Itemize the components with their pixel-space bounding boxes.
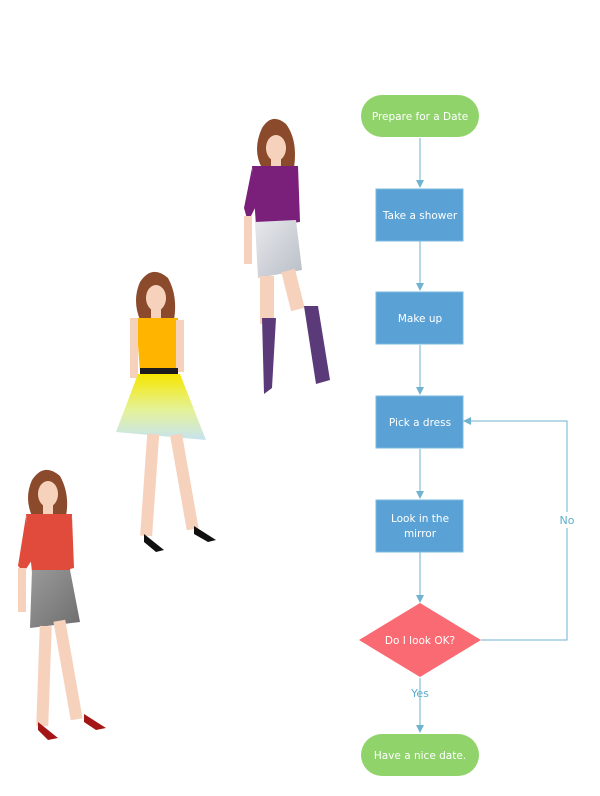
flowchart-edges	[416, 138, 568, 733]
node-makeup-label: Make up	[398, 313, 443, 325]
node-shower: Take a shower	[375, 188, 464, 242]
node-start-label: Prepare for a Date	[372, 111, 468, 123]
node-mirror: Look in the mirror	[375, 499, 464, 553]
node-check: Do I look OK?	[359, 603, 481, 677]
edge-label-yes: Yes	[410, 687, 429, 700]
woman-purple-top-icon	[244, 118, 330, 394]
node-check-label: Do I look OK?	[385, 635, 455, 647]
woman-yellow-dress-icon	[116, 271, 216, 552]
node-end: Have a nice date.	[361, 734, 479, 776]
node-dress-label: Pick a dress	[389, 417, 451, 429]
edge-check-dress	[463, 417, 568, 641]
node-mirror-label-line-1: Look in the	[391, 513, 449, 525]
node-mirror-label-line-2: mirror	[404, 528, 437, 540]
node-shower-label: Take a shower	[382, 210, 458, 222]
edge-label-no: No	[560, 514, 575, 527]
node-end-label: Have a nice date.	[374, 750, 466, 762]
node-start: Prepare for a Date	[361, 95, 479, 137]
woman-red-top-icon	[18, 469, 106, 740]
node-dress: Pick a dress	[375, 395, 464, 449]
node-makeup: Make up	[375, 291, 464, 345]
